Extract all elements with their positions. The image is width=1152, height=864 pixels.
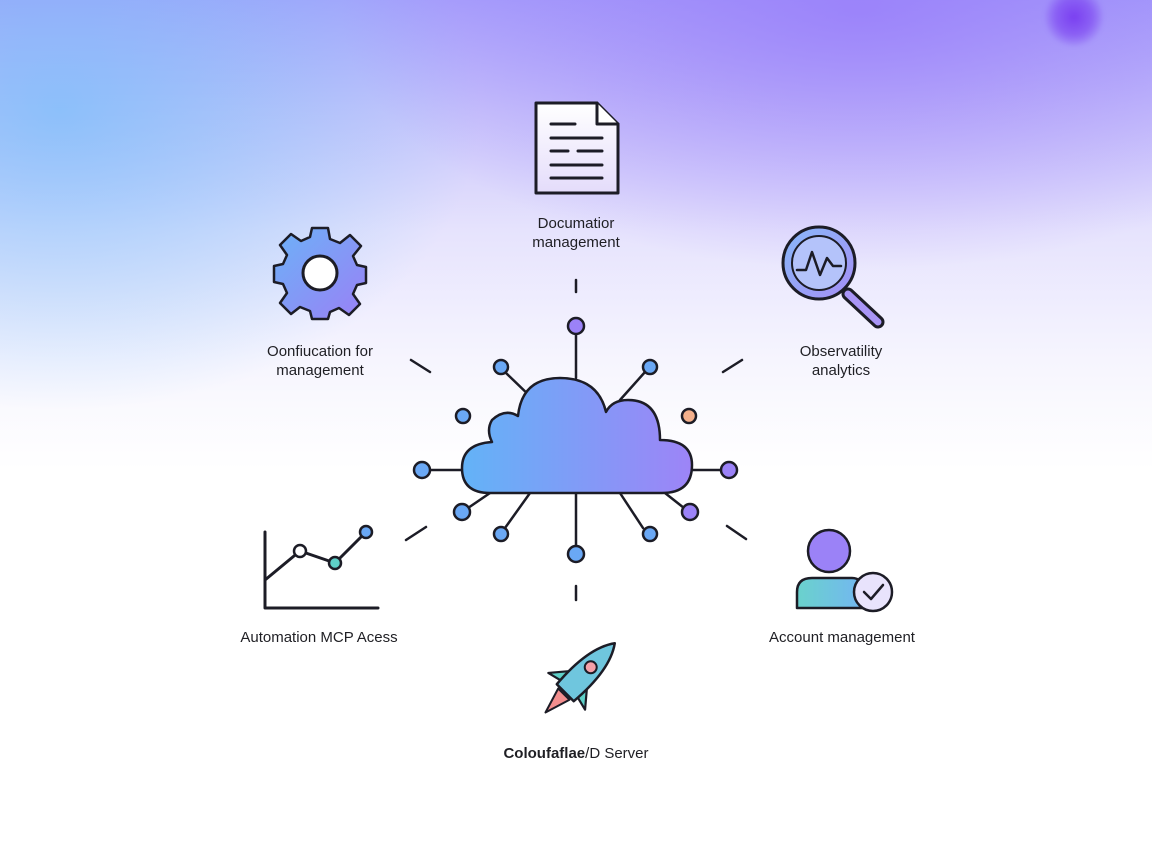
network-node [452, 502, 472, 522]
configuration-label-line2: management [276, 362, 364, 379]
observability-label: Observatility analytics [758, 342, 924, 380]
server-label: Coloufaflae/D Server [466, 744, 686, 763]
network-node [412, 460, 432, 480]
automation-label: Automation MCP Acess [240, 629, 398, 646]
tick-right-top [721, 358, 744, 374]
server-label-rest: /D Server [585, 745, 649, 762]
cloud-shape [460, 376, 694, 495]
magnifier-chart-icon [781, 225, 885, 329]
connector-ticks [404, 278, 748, 602]
network-node [566, 544, 586, 564]
network-node [680, 502, 700, 522]
cloud-network-icon [412, 316, 739, 564]
documentation-label-line1: Documatior [537, 215, 615, 232]
network-node [492, 358, 510, 376]
configuration-label-line1: Oonfiucation for [267, 343, 373, 360]
tick-left-bottom [404, 525, 428, 542]
observability-label-line2: analytics [811, 362, 871, 379]
glow-orb [1045, 0, 1103, 46]
network-node [641, 525, 659, 543]
account-label: Account management [769, 629, 915, 646]
tick-right-bottom [725, 524, 748, 541]
documentation-label-line2: management [532, 234, 620, 251]
server-label-bold: Coloufaflae [503, 745, 586, 762]
gear-icon [272, 226, 368, 321]
user-check-icon [795, 528, 894, 613]
network-node [566, 316, 586, 336]
network-node [641, 358, 659, 376]
document-icon [534, 101, 620, 195]
network-node [719, 460, 739, 480]
observability-label-line1: Observatility [799, 343, 883, 360]
network-node [492, 525, 510, 543]
network-node [680, 407, 698, 425]
rocket-icon [544, 641, 617, 714]
documentation-label: Documatior management [496, 214, 656, 252]
network-node [454, 407, 472, 425]
tick-left-top [409, 358, 432, 374]
configuration-label: Oonfiucation for management [230, 342, 410, 380]
line-chart-icon [263, 524, 380, 610]
